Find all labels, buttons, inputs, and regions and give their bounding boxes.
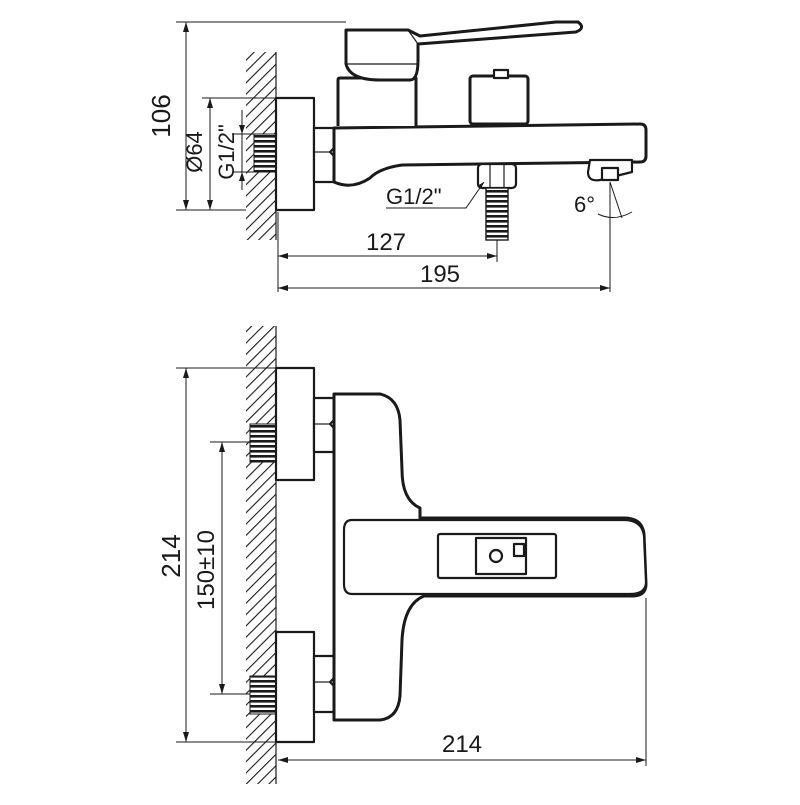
top-view: 214 150±10 214	[156, 326, 648, 784]
top-flange-upper	[274, 366, 316, 482]
dim-width-214: 214	[442, 731, 482, 758]
top-wall-thread-lower	[249, 675, 277, 715]
side-cartridge-housing	[336, 76, 418, 126]
side-hose-connector	[476, 162, 518, 241]
top-flange-lower	[274, 630, 316, 744]
dim-height-214: 214	[156, 534, 186, 577]
dim-thread-outlet: G1/2"	[386, 184, 442, 209]
side-flange	[274, 96, 316, 212]
side-lever	[344, 20, 583, 82]
side-diverter-knob	[468, 74, 530, 126]
dim-length-195: 195	[420, 261, 460, 288]
side-wall-thread	[253, 133, 277, 173]
top-wall-hatch	[246, 326, 276, 784]
dim-length-127: 127	[366, 229, 406, 256]
dim-height-106: 106	[146, 94, 176, 137]
dim-thread-inlet: G1/2"	[214, 124, 239, 180]
top-wall-thread-upper	[249, 423, 277, 463]
side-view: 106 Ø64 G1/2" G1/2" 6° 127	[146, 20, 648, 292]
side-body	[332, 122, 648, 187]
dim-centers-150: 150±10	[193, 530, 220, 610]
dim-diameter-64: Ø64	[182, 131, 207, 173]
dim-angle-6: 6°	[574, 192, 595, 217]
